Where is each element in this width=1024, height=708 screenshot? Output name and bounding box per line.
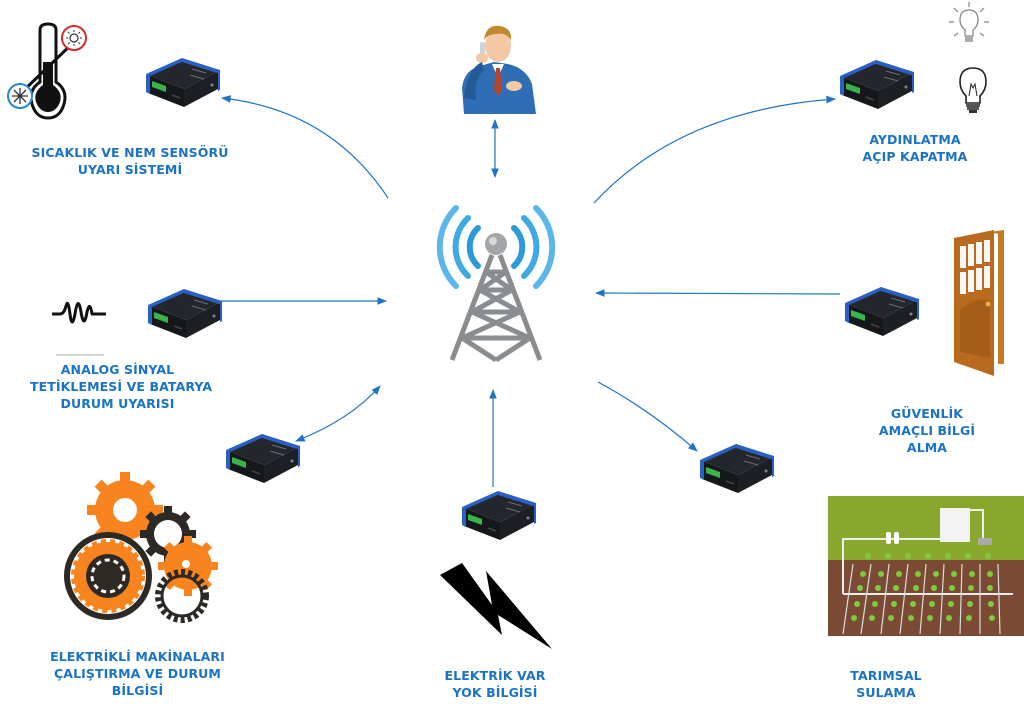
device-machines bbox=[225, 433, 301, 484]
label-line: GÜVENLİK bbox=[890, 406, 964, 421]
signal-wave-icon bbox=[52, 301, 106, 324]
businessman-phone-icon bbox=[462, 25, 536, 114]
label-lighting: AYDINLATMA AÇIP KAPATMA bbox=[855, 131, 975, 165]
label-line: ALMA bbox=[906, 440, 948, 455]
label-line: ELEKTRİKLİ MAKİNALARI bbox=[50, 649, 225, 664]
arrow-machines-tower bbox=[295, 385, 381, 442]
arrow-tower-to-irrigation bbox=[597, 381, 698, 452]
device-analog bbox=[147, 288, 223, 339]
irrigation-field-icon bbox=[828, 496, 1024, 636]
device-power bbox=[461, 490, 537, 541]
device-irrigation bbox=[699, 443, 775, 494]
door-icon bbox=[954, 230, 1004, 376]
light-bulb-on-icon bbox=[949, 2, 989, 42]
label-line: DURUM UYARISI bbox=[60, 396, 175, 411]
label-line: SULAMA bbox=[856, 685, 916, 700]
label-line: AMAÇLI BİLGİ bbox=[878, 423, 976, 438]
label-security: GÜVENLİK AMAÇLI BİLGİ ALMA bbox=[872, 405, 982, 456]
label-line: TARIMSAL bbox=[850, 668, 922, 683]
label-line: ÇALIŞTIRMA VE DURUM bbox=[54, 666, 221, 681]
cell-tower-icon bbox=[436, 205, 556, 363]
arrow-tower-to-temperature bbox=[221, 95, 389, 199]
label-line: ANALOG SİNYAL bbox=[60, 362, 175, 377]
label-irrigation: TARIMSAL SULAMA bbox=[826, 667, 946, 701]
label-line: AÇIP KAPATMA bbox=[862, 149, 968, 164]
device-lighting bbox=[839, 59, 915, 110]
label-line: SICAKLIK VE NEM SENSÖRÜ bbox=[31, 145, 229, 160]
device-temperature bbox=[145, 57, 221, 108]
light-bulb-off-icon bbox=[959, 67, 987, 113]
label-power: ELEKTRİK VAR YOK BİLGİSİ bbox=[420, 667, 570, 701]
label-machines: ELEKTRİKLİ MAKİNALARI ÇALIŞTIRMA VE DURU… bbox=[45, 648, 230, 699]
label-analog: ANALOG SİNYAL TETİKLEMESİ VE BATARYA DUR… bbox=[30, 361, 213, 412]
label-line: YOK BİLGİSİ bbox=[452, 685, 538, 700]
device-security bbox=[844, 286, 920, 337]
gears-icon bbox=[64, 472, 218, 623]
thermometer-icon bbox=[7, 22, 87, 120]
label-line: TETİKLEMESİ VE BATARYA bbox=[30, 379, 213, 394]
label-line: BİLGİSİ bbox=[111, 683, 164, 698]
label-line: ELEKTRİK VAR bbox=[444, 668, 546, 683]
arrow-security-to-tower bbox=[595, 289, 841, 297]
label-line: UYARI SİSTEMİ bbox=[77, 162, 183, 177]
arrow-tower-to-lighting bbox=[593, 95, 836, 204]
lightning-bolt-icon bbox=[440, 563, 552, 649]
label-temperature: SICAKLIK VE NEM SENSÖRÜ UYARI SİSTEMİ bbox=[30, 144, 230, 178]
label-line: AYDINLATMA bbox=[869, 132, 961, 147]
divider bbox=[56, 354, 104, 356]
